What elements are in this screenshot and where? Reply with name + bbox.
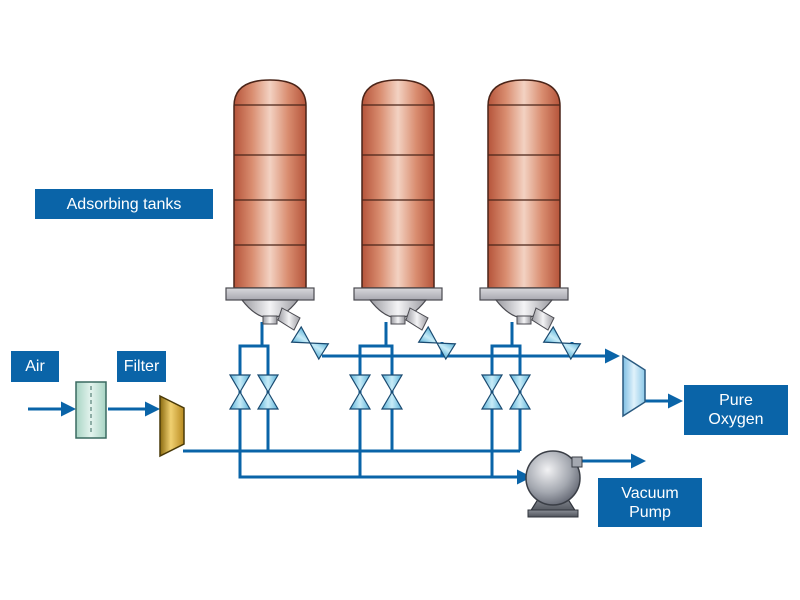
filter-icon: [75, 381, 107, 439]
oxygen-outlet-icon: [622, 354, 646, 418]
tank-2: [353, 79, 443, 331]
tank-1: [225, 79, 315, 331]
air-label: Air: [11, 351, 59, 382]
butterfly-valve-icon-3: [348, 374, 372, 410]
butterfly-valve-icon-5: [480, 374, 504, 410]
tank2-manifold: [358, 344, 394, 451]
pure-oxygen-line1: Pure: [719, 392, 753, 409]
oxygen-valve-icon-2: [417, 325, 457, 361]
vacuum-header-pipe: [238, 368, 532, 485]
valves: [228, 325, 582, 410]
vacuum-pump-line2: Pump: [629, 503, 671, 521]
vacuum-pump-line1: Vacuum: [621, 484, 679, 502]
tank-3: [479, 79, 569, 331]
oxygen-valve-icon-3: [542, 325, 582, 361]
butterfly-valve-icon-4: [380, 374, 404, 410]
filter-label: Filter: [117, 351, 166, 382]
vacuum-pump-icon: [525, 450, 583, 518]
adsorbing-tanks: [225, 79, 569, 331]
pure-oxygen-label: Pure Oxygen: [684, 385, 788, 435]
butterfly-valve-icon-6: [508, 374, 532, 410]
butterfly-valve-icon-2: [256, 374, 280, 410]
compressor-icon: [159, 394, 185, 458]
butterfly-valve-icon-1: [228, 374, 252, 410]
vacuum-pump-label: Vacuum Pump: [598, 478, 702, 527]
adsorbing-tanks-label: Adsorbing tanks: [35, 189, 213, 219]
oxygen-valve-icon-1: [290, 325, 330, 361]
pure-oxygen-line2: Oxygen: [708, 411, 764, 428]
pipe-network: [28, 322, 683, 485]
